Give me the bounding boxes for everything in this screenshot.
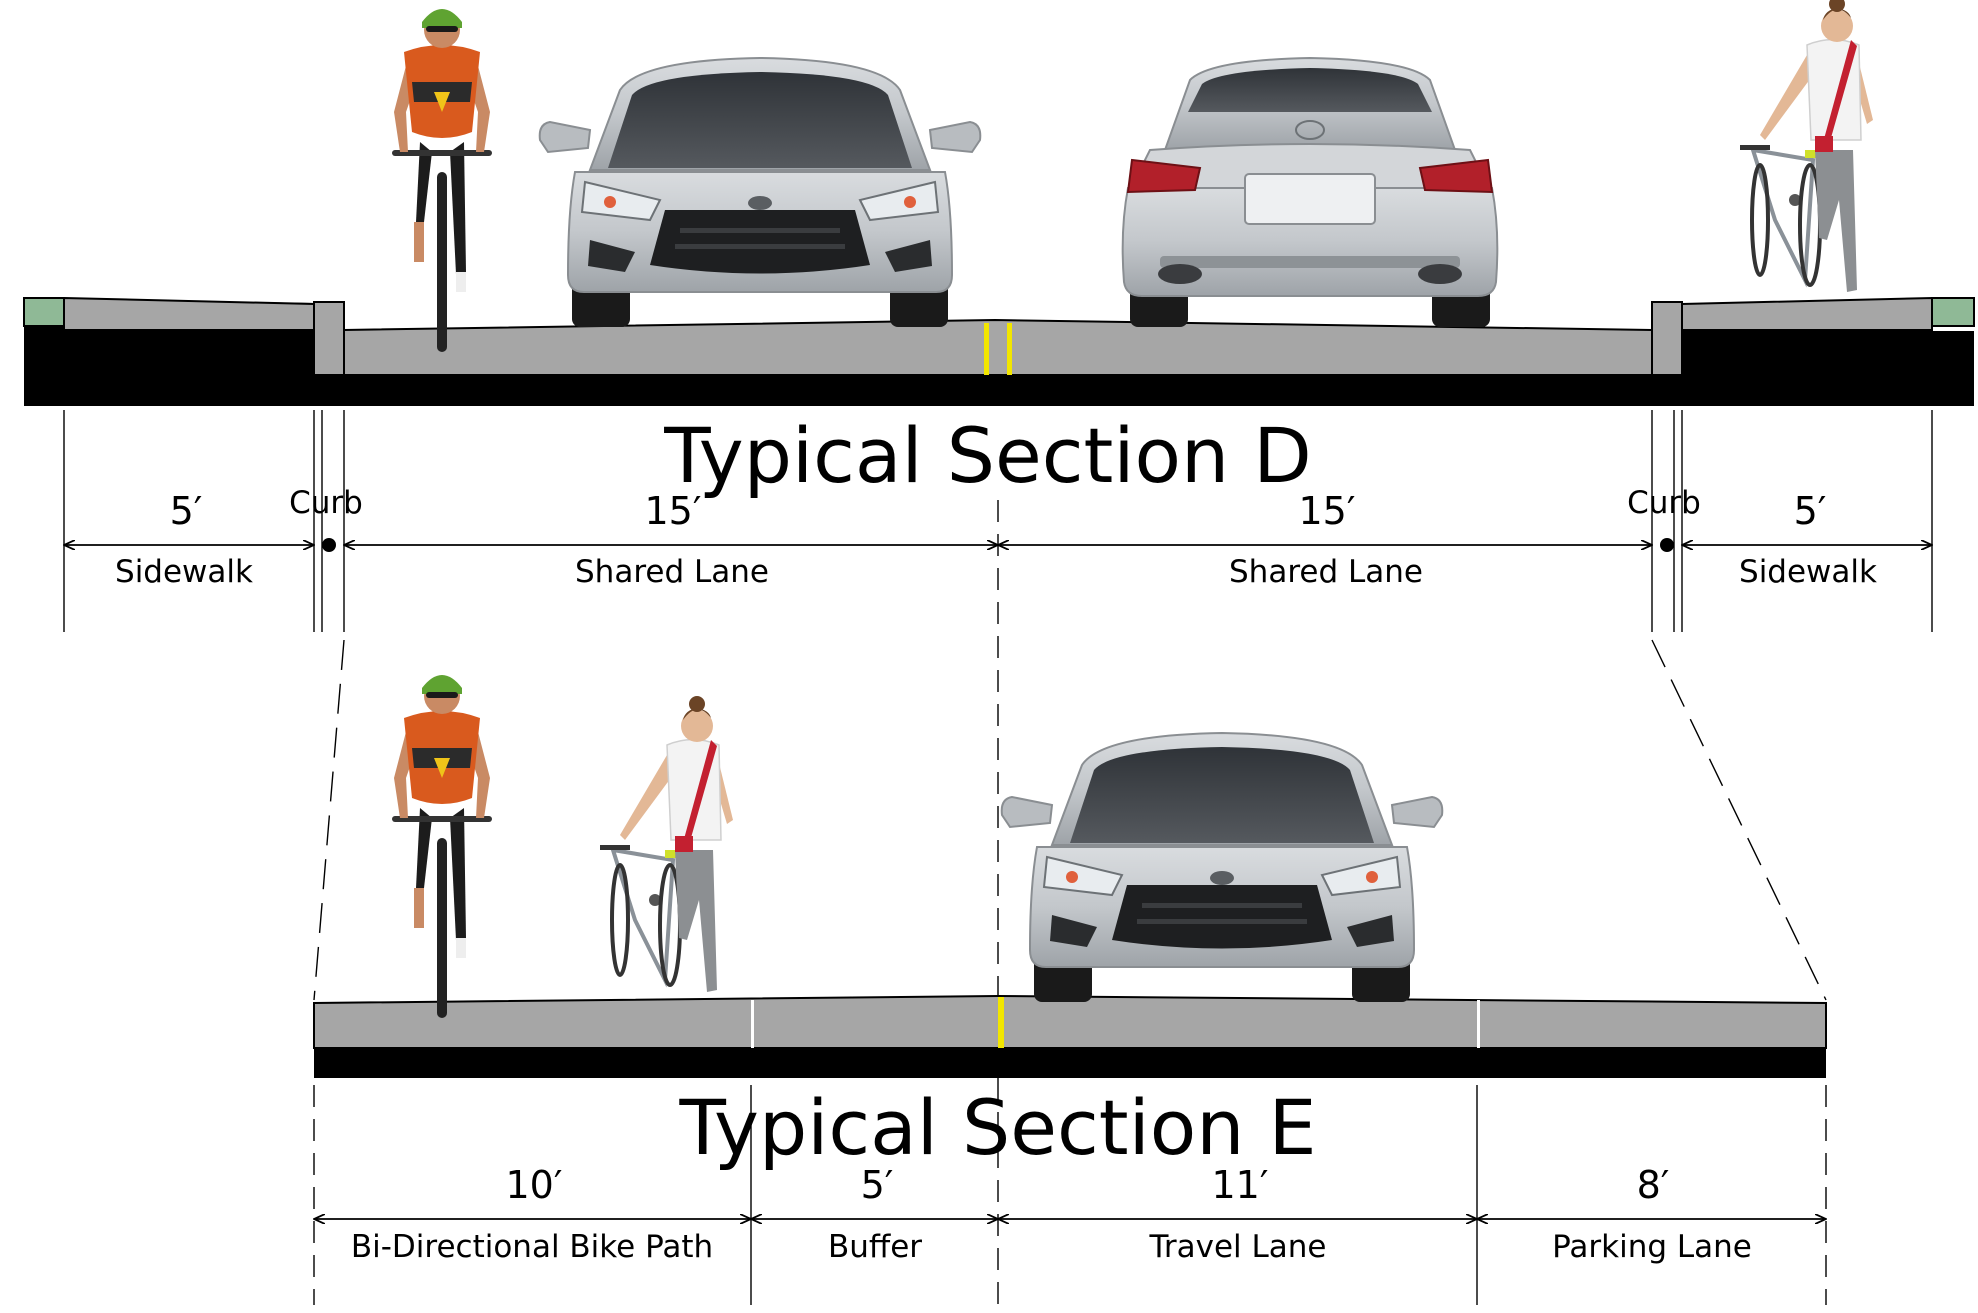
parking-lane-stripe [1477,1000,1480,1048]
section-d-label-sidewalk-left: Sidewalk [115,554,253,590]
section-d-label-lane-right: Shared Lane [1229,554,1423,590]
silver-car-front-view [538,57,982,328]
section-d-label-curb-right: Curb [1627,485,1701,521]
section-e-base [314,1048,1826,1078]
silver-car-front-view-e [1000,732,1444,1003]
left-curb [313,301,345,376]
section-d [23,0,1975,1305]
section-d-dim-sidewalk-left: 5′ [169,489,203,533]
section-e-title: Typical Section E [679,1083,1317,1172]
section-e-dim-parking-lane: 8′ [1636,1163,1670,1207]
left-curb-marker [322,538,336,552]
section-d-dim-lane-left: 15′ [644,489,702,533]
section-e-dim-bike-path: 10′ [505,1163,563,1207]
section-e-centerline [998,997,1004,1048]
section-e-dim-travel-lane: 11′ [1211,1163,1269,1207]
projection-lines [313,639,1827,1001]
right-curb-marker [1660,538,1674,552]
section-e-dim-buffer: 5′ [860,1163,894,1207]
centerline-left [984,323,989,375]
section-d-label-lane-left: Shared Lane [575,554,769,590]
pedestrian-walking-bike-figure-e [598,694,735,994]
centerline-right [1007,323,1012,375]
right-sidewalk [1681,296,1933,331]
section-d-dim-lane-right: 15′ [1298,489,1356,533]
right-curb [1651,301,1683,376]
cyclist-figure [392,9,492,352]
section-d-dim-sidewalk-right: 5′ [1793,489,1827,533]
section-e-label-travel-lane: Travel Lane [1149,1229,1327,1265]
section-e-label-buffer: Buffer [827,1229,923,1265]
silver-car-rear-view [1121,57,1499,328]
left-sidewalk [63,296,315,331]
section-e-label-bike-path: Bi-Directional Bike Path [350,1229,714,1265]
section-d-label-sidewalk-right: Sidewalk [1739,554,1877,590]
section-e-roadway [313,994,1827,1049]
cyclist-figure-e [392,675,492,1018]
section-d-label-curb-left: Curb [289,485,363,521]
section-d-title: Typical Section D [664,411,1312,500]
bike-path-stripe [751,1000,754,1048]
section-e [313,675,1827,1305]
pedestrian-walking-bike-figure [1738,0,1875,294]
section-d-roadway [343,318,1653,376]
left-grass-strip [23,297,65,327]
section-e-label-parking-lane: Parking Lane [1552,1229,1752,1265]
right-grass-strip [1931,297,1975,327]
